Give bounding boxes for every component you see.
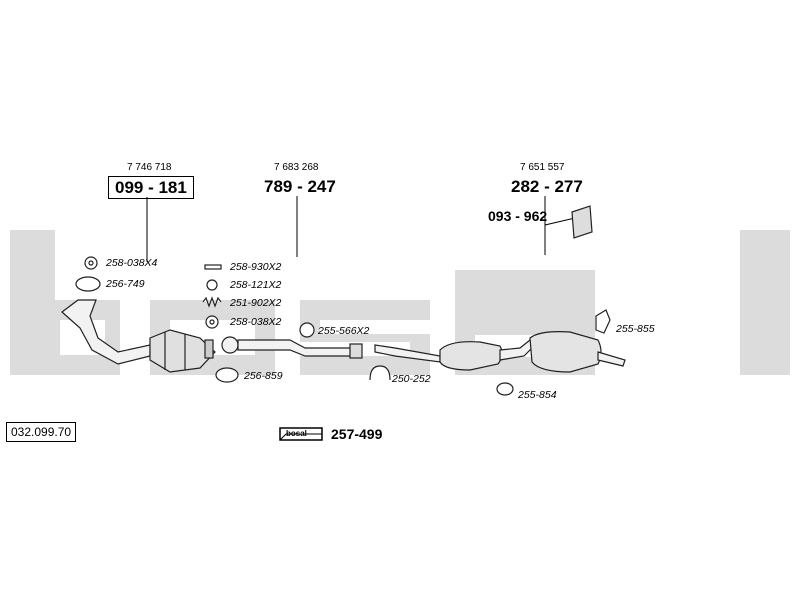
oe-number-front-pipe: 7 746 718 xyxy=(127,162,172,173)
part-label[interactable]: 258-121X2 xyxy=(230,279,282,291)
part-label[interactable]: 258-038X4 xyxy=(106,257,158,269)
front-pipe-drawing xyxy=(61,299,216,373)
part-label[interactable]: 255-854 xyxy=(518,389,557,401)
oe-number-middle-pipe: 7 683 268 xyxy=(274,162,319,173)
middle-pipe-drawing xyxy=(221,336,363,359)
part-label[interactable]: 256-859 xyxy=(244,370,283,382)
assembly-number-middle-pipe[interactable]: 789 - 247 xyxy=(264,177,336,196)
spring-icon xyxy=(202,296,222,308)
bolt-icon xyxy=(204,264,222,270)
part-label[interactable]: 251-902X2 xyxy=(230,297,282,309)
part-label[interactable]: 255-566X2 xyxy=(318,325,370,337)
u-clamp-icon xyxy=(369,365,391,381)
assembly-number-bracket[interactable]: 093 - 962 xyxy=(488,208,548,224)
nut-icon xyxy=(206,279,218,291)
part-label[interactable]: 256-749 xyxy=(106,278,145,290)
kit-logo-text: bosal xyxy=(286,429,307,438)
oe-number-rear-silencer: 7 651 557 xyxy=(520,162,565,173)
kit-number[interactable]: 257-499 xyxy=(331,426,383,442)
assembly-number-rear-silencer[interactable]: 282 - 277 xyxy=(511,177,583,196)
ring-gasket-icon xyxy=(215,367,239,383)
part-label[interactable]: 255-855 xyxy=(616,323,655,335)
catalog-reference: 032.099.70 xyxy=(6,422,77,442)
leader-line xyxy=(544,217,576,226)
part-label[interactable]: 258-930X2 xyxy=(230,261,282,273)
hanger-icon xyxy=(595,309,611,334)
flange-gasket-icon xyxy=(75,276,101,292)
kit-logo-box xyxy=(279,427,323,441)
part-label[interactable]: 250-252 xyxy=(392,373,431,385)
part-label[interactable]: 258-038X2 xyxy=(230,316,282,328)
clamp-icon xyxy=(299,322,315,338)
rubber-hanger-icon xyxy=(496,382,514,396)
assembly-number-front-pipe[interactable]: 099 - 181 xyxy=(108,176,194,199)
bracket-icon xyxy=(571,205,593,239)
rear-section-drawing xyxy=(374,331,626,373)
